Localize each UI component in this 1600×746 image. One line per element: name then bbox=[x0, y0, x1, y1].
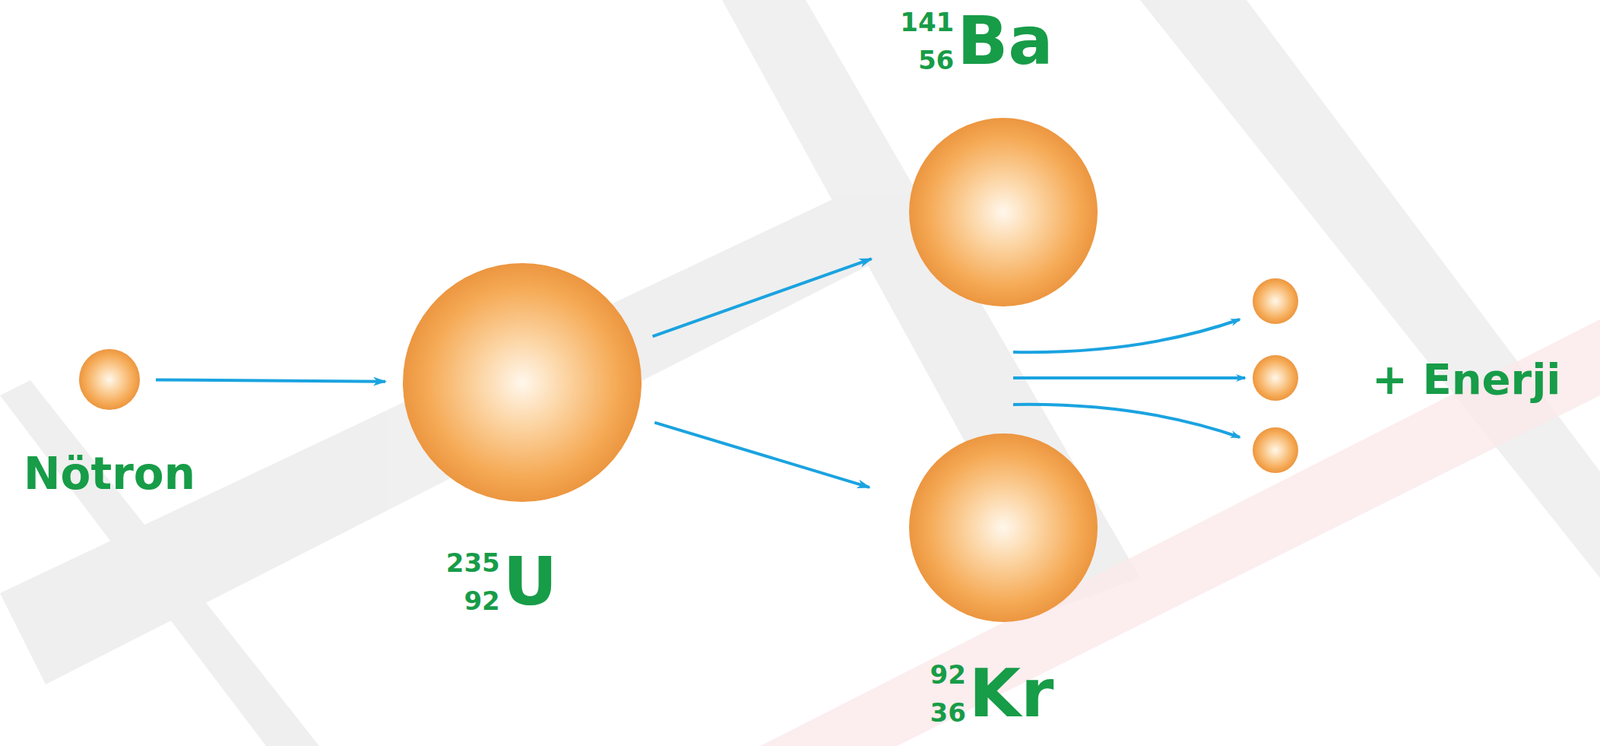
nucleus-ball bbox=[79, 348, 140, 410]
nucleus-node: 14156Ba bbox=[909, 117, 1098, 307]
nuclide-numbers: 23592 bbox=[446, 548, 501, 615]
nucleus-circle bbox=[79, 348, 140, 410]
nucleus-circle bbox=[909, 117, 1098, 307]
nucleus-circle bbox=[402, 262, 642, 502]
nucleus-node: 23592U bbox=[402, 262, 642, 502]
mass-number: 141 bbox=[899, 9, 954, 35]
nuclide-label: 14156Ba bbox=[899, 7, 1053, 75]
atomic-number: 92 bbox=[463, 587, 500, 614]
element-symbol: Ba bbox=[956, 7, 1053, 75]
reaction-arrow bbox=[652, 258, 872, 336]
nuclide-label: 23592U bbox=[446, 548, 558, 615]
atomic-number: 56 bbox=[918, 47, 954, 73]
reaction-arrow bbox=[654, 422, 870, 488]
nuclide-numbers: 9236 bbox=[930, 659, 967, 727]
nuclide-label: 9236Kr bbox=[930, 659, 1055, 727]
element-symbol: Kr bbox=[969, 659, 1055, 727]
nucleus-ball bbox=[402, 262, 642, 502]
atomic-number: 36 bbox=[930, 699, 967, 726]
mass-number: 235 bbox=[446, 549, 501, 576]
element-symbol: U bbox=[503, 548, 558, 615]
mass-number: 92 bbox=[930, 661, 967, 688]
nuclide-numbers: 14156 bbox=[899, 7, 954, 75]
particle-name: Nötron bbox=[23, 449, 196, 499]
reaction-arrow bbox=[155, 379, 386, 381]
nucleus-node: 9236Kr bbox=[909, 433, 1098, 622]
neutron-arrow bbox=[1013, 319, 1246, 438]
nucleus-circle bbox=[909, 433, 1098, 622]
nucleus-ball bbox=[909, 117, 1098, 307]
neutron-ball bbox=[1252, 278, 1299, 473]
energy-label: + Enerji bbox=[1371, 355, 1562, 403]
nuclide-label: Nötron bbox=[23, 449, 196, 499]
nucleus-node: Nötron bbox=[79, 348, 140, 410]
nucleus-ball bbox=[909, 433, 1098, 622]
